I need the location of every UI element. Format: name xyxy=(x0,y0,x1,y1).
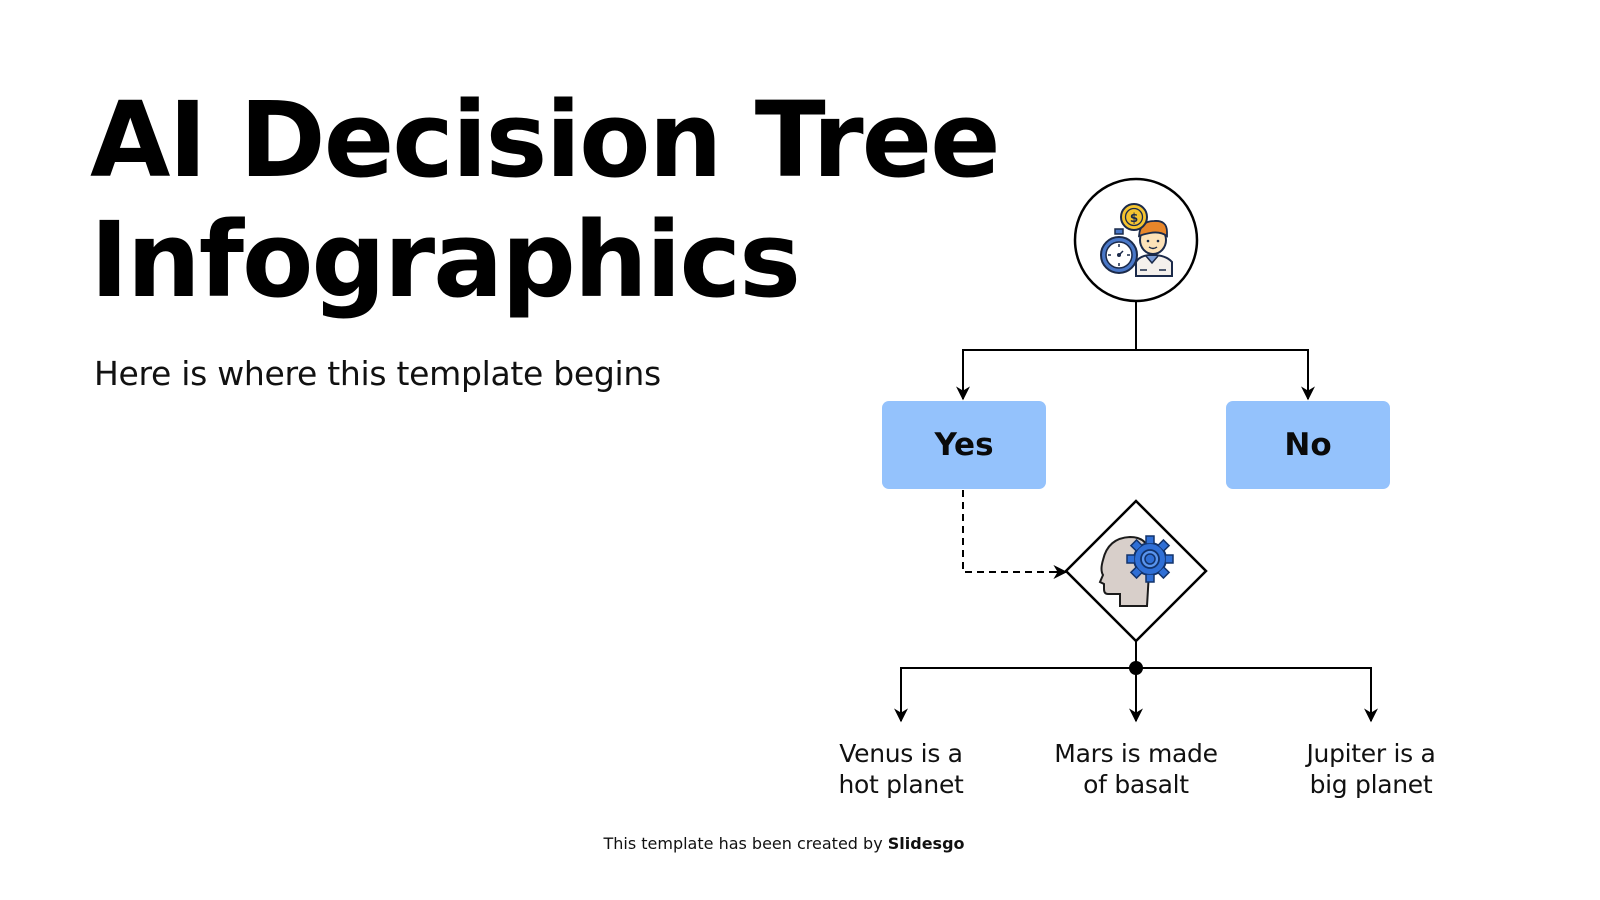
outcomes-connector xyxy=(894,641,1378,723)
root-connector xyxy=(956,301,1315,401)
money-time-person-icon: $ xyxy=(1100,203,1173,277)
branch-no: No xyxy=(1226,401,1390,489)
outcome-venus: Venus is a hot planet xyxy=(791,738,1011,800)
outcome-mars: Mars is made of basalt xyxy=(1026,738,1246,800)
footer-brand-link[interactable]: Slidesgo xyxy=(887,834,965,853)
footer-credit: This template has been created by Slides… xyxy=(0,834,1568,853)
outcome-venus-line2: hot planet xyxy=(838,770,964,799)
branch-yes-label: Yes xyxy=(934,427,994,463)
outcome-jupiter-line2: big planet xyxy=(1309,770,1433,799)
slide-title: AI Decision Tree Infographics xyxy=(90,79,1001,321)
branch-yes: Yes xyxy=(882,401,1046,489)
yes-to-decision-connector xyxy=(962,490,1068,579)
head-gear-icon xyxy=(1098,535,1174,607)
branch-no-label: No xyxy=(1284,427,1332,463)
outcome-mars-line2: of basalt xyxy=(1083,770,1189,799)
title-line-2: Infographics xyxy=(90,199,801,321)
outcome-jupiter-line1: Jupiter is a xyxy=(1306,739,1436,768)
title-line-1: AI Decision Tree xyxy=(90,79,1001,201)
outcome-jupiter: Jupiter is a big planet xyxy=(1261,738,1481,800)
junction-dot xyxy=(1129,661,1143,675)
outcome-mars-line1: Mars is made xyxy=(1054,739,1218,768)
root-node: $ xyxy=(1073,177,1199,303)
outcome-venus-line1: Venus is a xyxy=(839,739,963,768)
decision-node xyxy=(1064,499,1208,643)
footer-prefix: This template has been created by xyxy=(603,834,888,853)
slide-subtitle: Here is where this template begins xyxy=(94,354,661,393)
svg-text:$: $ xyxy=(1130,211,1138,225)
